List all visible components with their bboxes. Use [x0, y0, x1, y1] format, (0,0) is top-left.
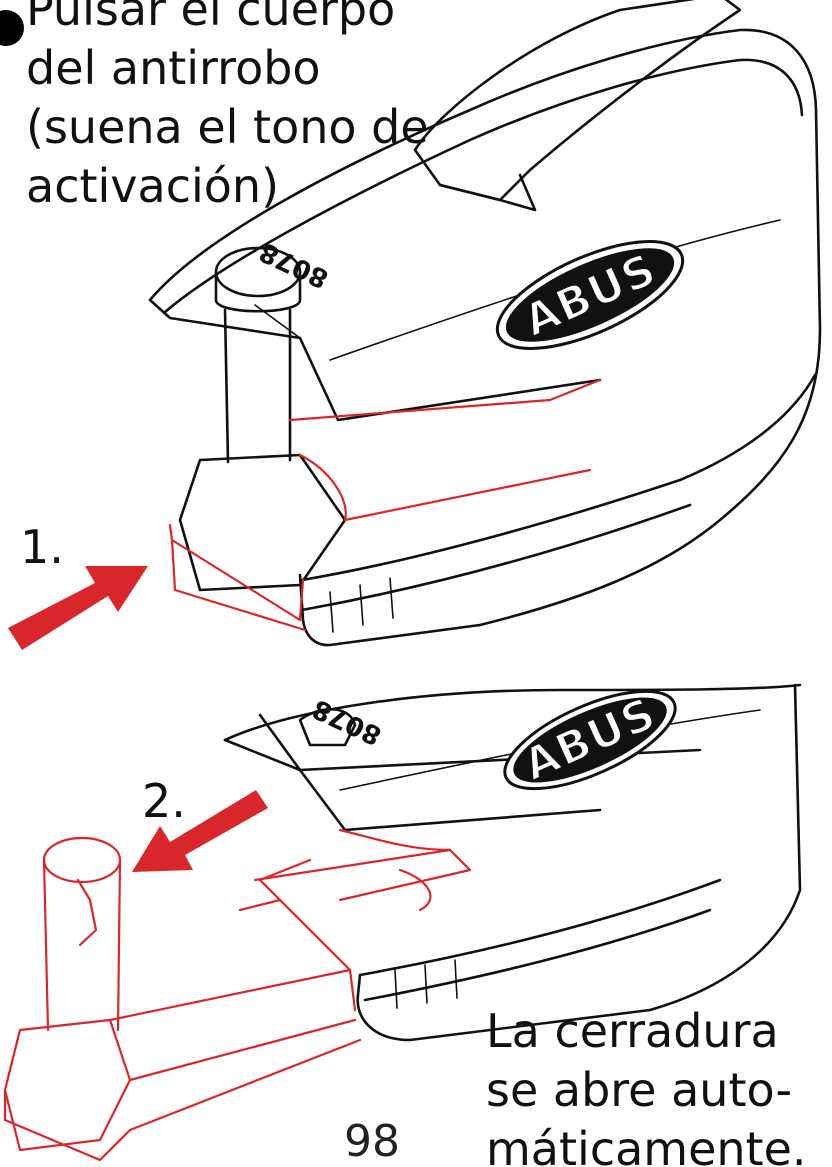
- brand-logo-bottom: ABUS: [503, 687, 677, 792]
- locking-bracket-bottom: [108, 828, 472, 1132]
- step-1-label: 1.: [20, 520, 64, 574]
- brand-logo-top: ABUS: [495, 240, 685, 350]
- locking-pin-top: [178, 246, 347, 592]
- disc-lock-body-bottom: [223, 683, 802, 1042]
- page-number: 98: [344, 1116, 400, 1167]
- locking-bracket-top: [168, 378, 602, 632]
- instruction-top: Pulsar el cuerpo del antirrobo (suena el…: [26, 0, 429, 213]
- push-arrow-icon: [8, 566, 148, 650]
- speaker-grille-top: [413, 0, 742, 212]
- pull-arrow-icon: [132, 790, 268, 872]
- step-2-label: 2.: [142, 774, 186, 828]
- locking-pin-bottom: [3, 836, 132, 1162]
- instruction-bottom: La cerradura se abre auto-máticamente.: [486, 1004, 807, 1167]
